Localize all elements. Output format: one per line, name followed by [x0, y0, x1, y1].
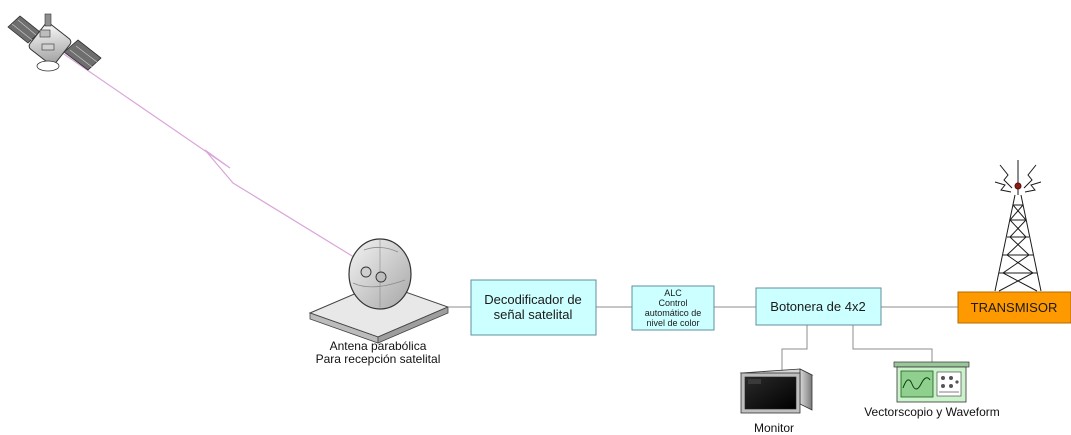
satellite-link-line — [54, 47, 376, 271]
wire-switcher-to-scope — [852, 325, 933, 362]
transmitter-label: TRANSMISOR — [971, 300, 1058, 315]
alc-label-line2: Control — [658, 298, 687, 308]
alc-label-line3: automático de — [645, 308, 702, 318]
scope-label: Vectorscopio y Waveform — [864, 405, 1000, 419]
satellite-icon — [7, 13, 102, 72]
switcher-block — [755, 287, 882, 326]
decoder-block — [470, 279, 597, 336]
decoder-label-line2: señal satelital — [494, 307, 573, 322]
alc-label-line1: ALC — [664, 288, 682, 298]
wire-switcher-to-monitor — [781, 325, 808, 370]
alc-label-line4: nivel de color — [646, 318, 699, 328]
alc-block — [631, 285, 715, 331]
transmitter-block — [957, 291, 1071, 324]
oscilloscope-icon — [893, 361, 970, 403]
monitor-icon — [739, 368, 814, 414]
monitor-label: Monitor — [754, 421, 794, 435]
antenna-label-line1: Antena parabólica — [330, 339, 427, 353]
satellite-dish-icon — [308, 238, 450, 344]
antenna-label-line2: Para recepción satelital — [316, 352, 441, 366]
radio-tower-icon — [994, 160, 1042, 292]
switcher-label: Botonera de 4x2 — [770, 299, 865, 314]
decoder-label-line1: Decodificador de — [484, 292, 582, 307]
